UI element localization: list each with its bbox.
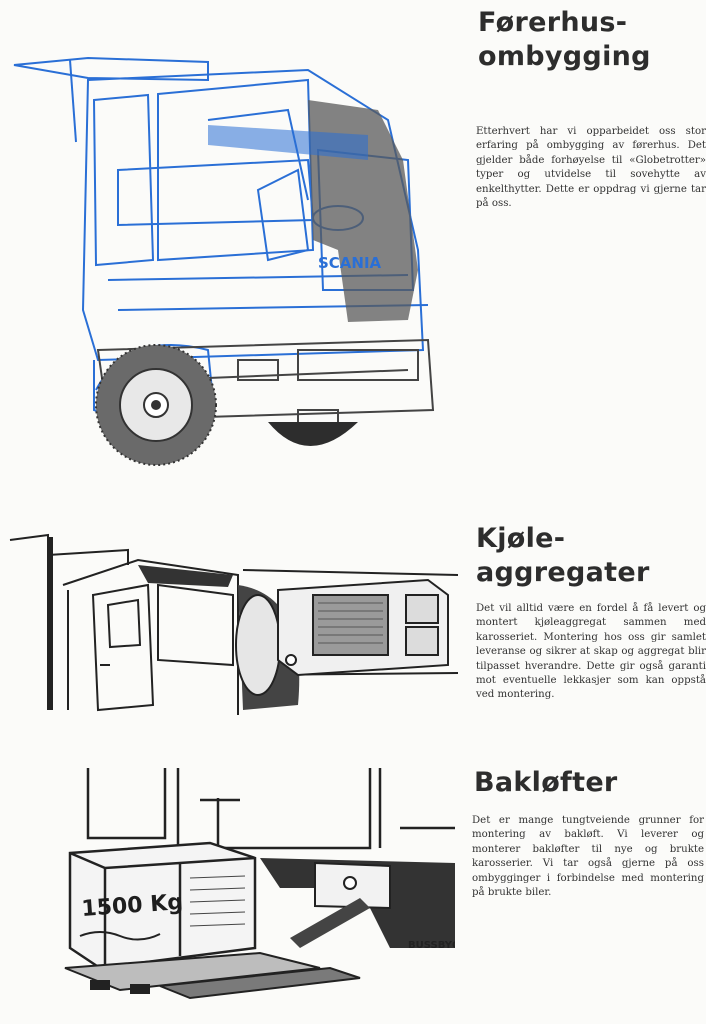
section-heading-tail-lift: Bakløfter bbox=[474, 767, 618, 798]
section-heading-cab-conversion: Førerhus- ombygging bbox=[478, 7, 651, 72]
sun-visor bbox=[208, 125, 368, 160]
tail-lift-illustration: BUSSBYG 1500 Kg bbox=[64, 768, 455, 1000]
scania-brand-text: SCANIA bbox=[318, 254, 382, 272]
section-body-refrigeration: Det vil alltid være en fordel å få lever… bbox=[476, 603, 706, 701]
rear-tire bbox=[268, 422, 358, 446]
section-heading-refrigeration: Kjøle- aggregater bbox=[476, 523, 650, 588]
bussbyg-side-text: BUSSBYG bbox=[408, 940, 455, 951]
refrigeration-unit-illustration bbox=[9, 533, 458, 715]
truck-cab-cutaway-illustration: SCANIA bbox=[13, 56, 435, 466]
cab-door-outline bbox=[91, 583, 155, 712]
cargo-crate bbox=[68, 841, 257, 970]
cab-outline bbox=[81, 68, 425, 362]
section-body-cab-conversion: Etterhvert har vi opparbeidet oss stor e… bbox=[476, 126, 706, 210]
section-body-tail-lift: Det er mange tungtveiende grunner for mo… bbox=[472, 815, 704, 899]
refrigeration-grille bbox=[312, 594, 389, 656]
roof-spoiler-line bbox=[13, 56, 209, 82]
chassis-shadow bbox=[260, 858, 455, 948]
